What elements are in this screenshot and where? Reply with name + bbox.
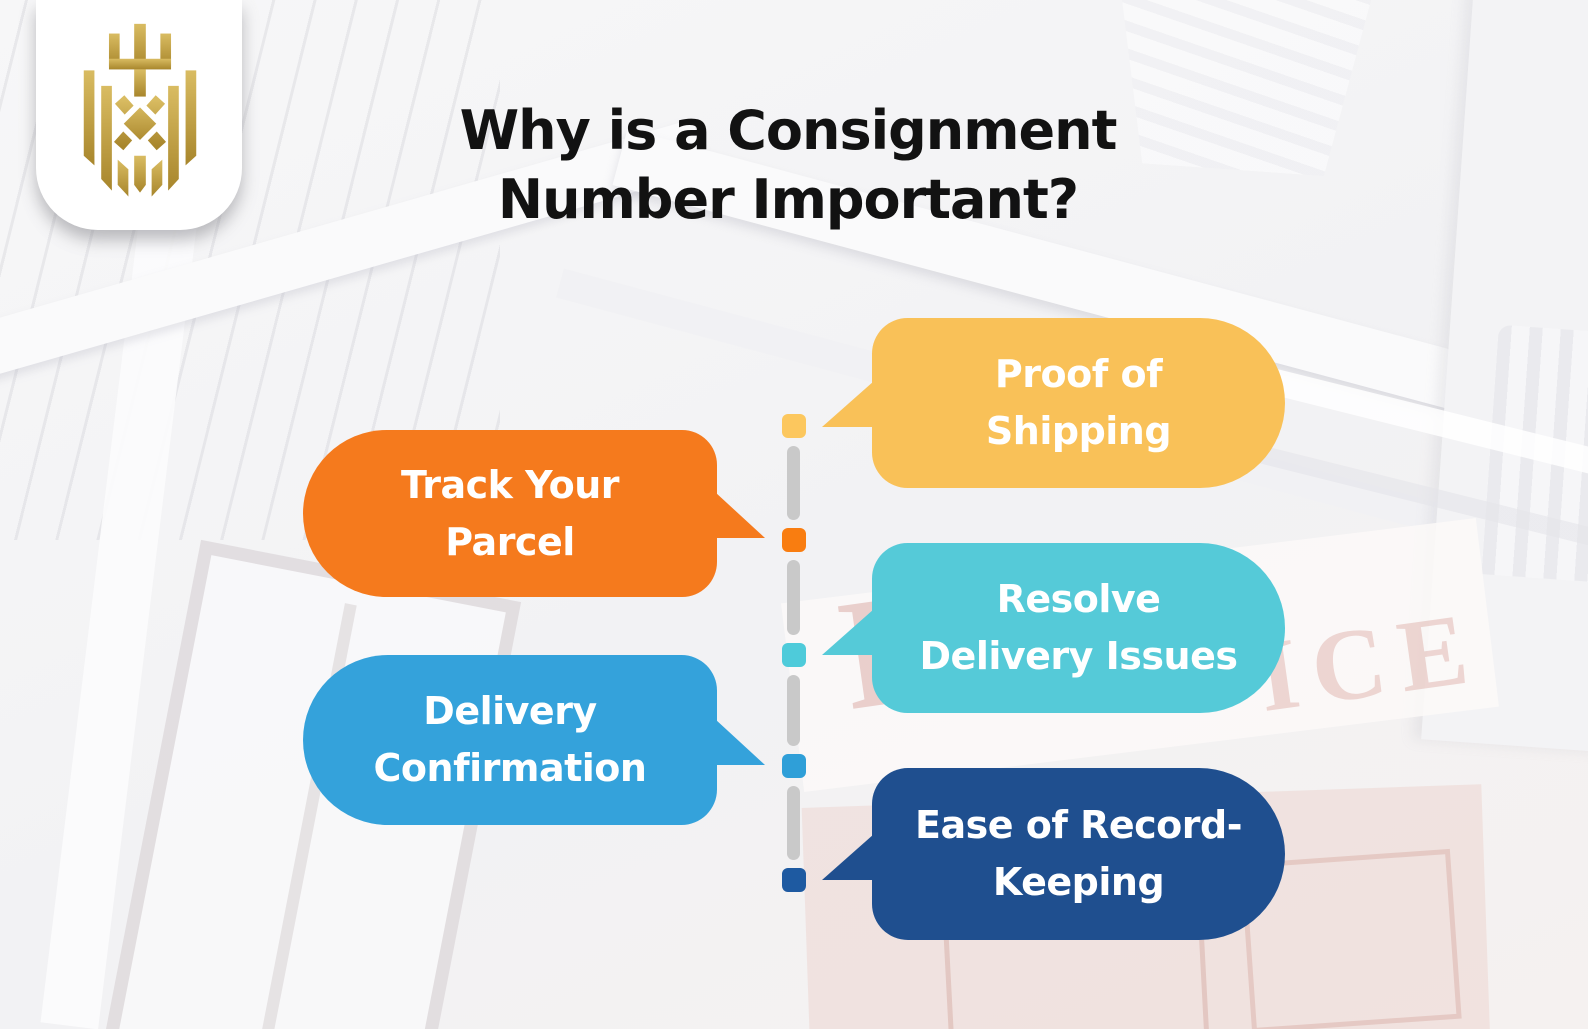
bubble-label: Parcel [445, 519, 575, 564]
infographic-title: Why is a Consignment Number Important? [288, 96, 1288, 234]
bubble-label: Delivery [423, 689, 597, 733]
timeline-segment [787, 560, 800, 635]
timeline-marker-proof-of-shipping [782, 414, 806, 438]
timeline-marker-ease-of-record-keeping [782, 868, 806, 892]
bubble-ease-of-record-keeping: Ease of Record- Keeping [822, 768, 1285, 940]
background-window-mullion [255, 603, 357, 1029]
bubble-tail [715, 719, 765, 765]
title-line-1: Why is a Consignment [459, 99, 1118, 162]
bubble-label: Resolve [996, 577, 1161, 621]
bubble-label: Keeping [992, 860, 1165, 904]
timeline-segment [787, 675, 800, 746]
bubble-resolve-delivery-issues: Resolve Delivery Issues [822, 543, 1285, 713]
logo-card [36, 0, 242, 230]
bubble-proof-of-shipping: Proof of Shipping [822, 318, 1285, 488]
bubble-tail [822, 381, 874, 427]
bubble-label: Track Your [400, 462, 620, 507]
bubble-label: Confirmation [373, 746, 647, 790]
gold-crest-logo [83, 23, 197, 197]
background-pilaster [1421, 0, 1588, 759]
timeline-marker-resolve-delivery-issues [782, 643, 806, 667]
bubble-tail [715, 492, 765, 538]
bubble-tail [822, 834, 874, 880]
bubble-label: Shipping [985, 409, 1172, 453]
timeline-marker-delivery-confirmation [782, 754, 806, 778]
bubble-tail [822, 609, 874, 655]
bubble-label: Delivery Issues [919, 634, 1238, 678]
timeline-segment [787, 786, 800, 860]
title-line-2: Number Important? [497, 168, 1079, 232]
background-sign-letters-ice: ICE [1251, 591, 1489, 734]
background-corner-board [40, 179, 202, 1029]
bubble-delivery-confirmation: Delivery Confirmation [303, 655, 765, 825]
timeline-segment [787, 446, 800, 520]
background-pilaster-fluting [1481, 324, 1588, 586]
bubble-label: Ease of Record- [915, 803, 1242, 847]
timeline-marker-track-your-parcel [782, 528, 806, 552]
bubble-label: Proof of [994, 352, 1163, 396]
bubble-track-your-parcel: Track Your Parcel [303, 430, 765, 597]
